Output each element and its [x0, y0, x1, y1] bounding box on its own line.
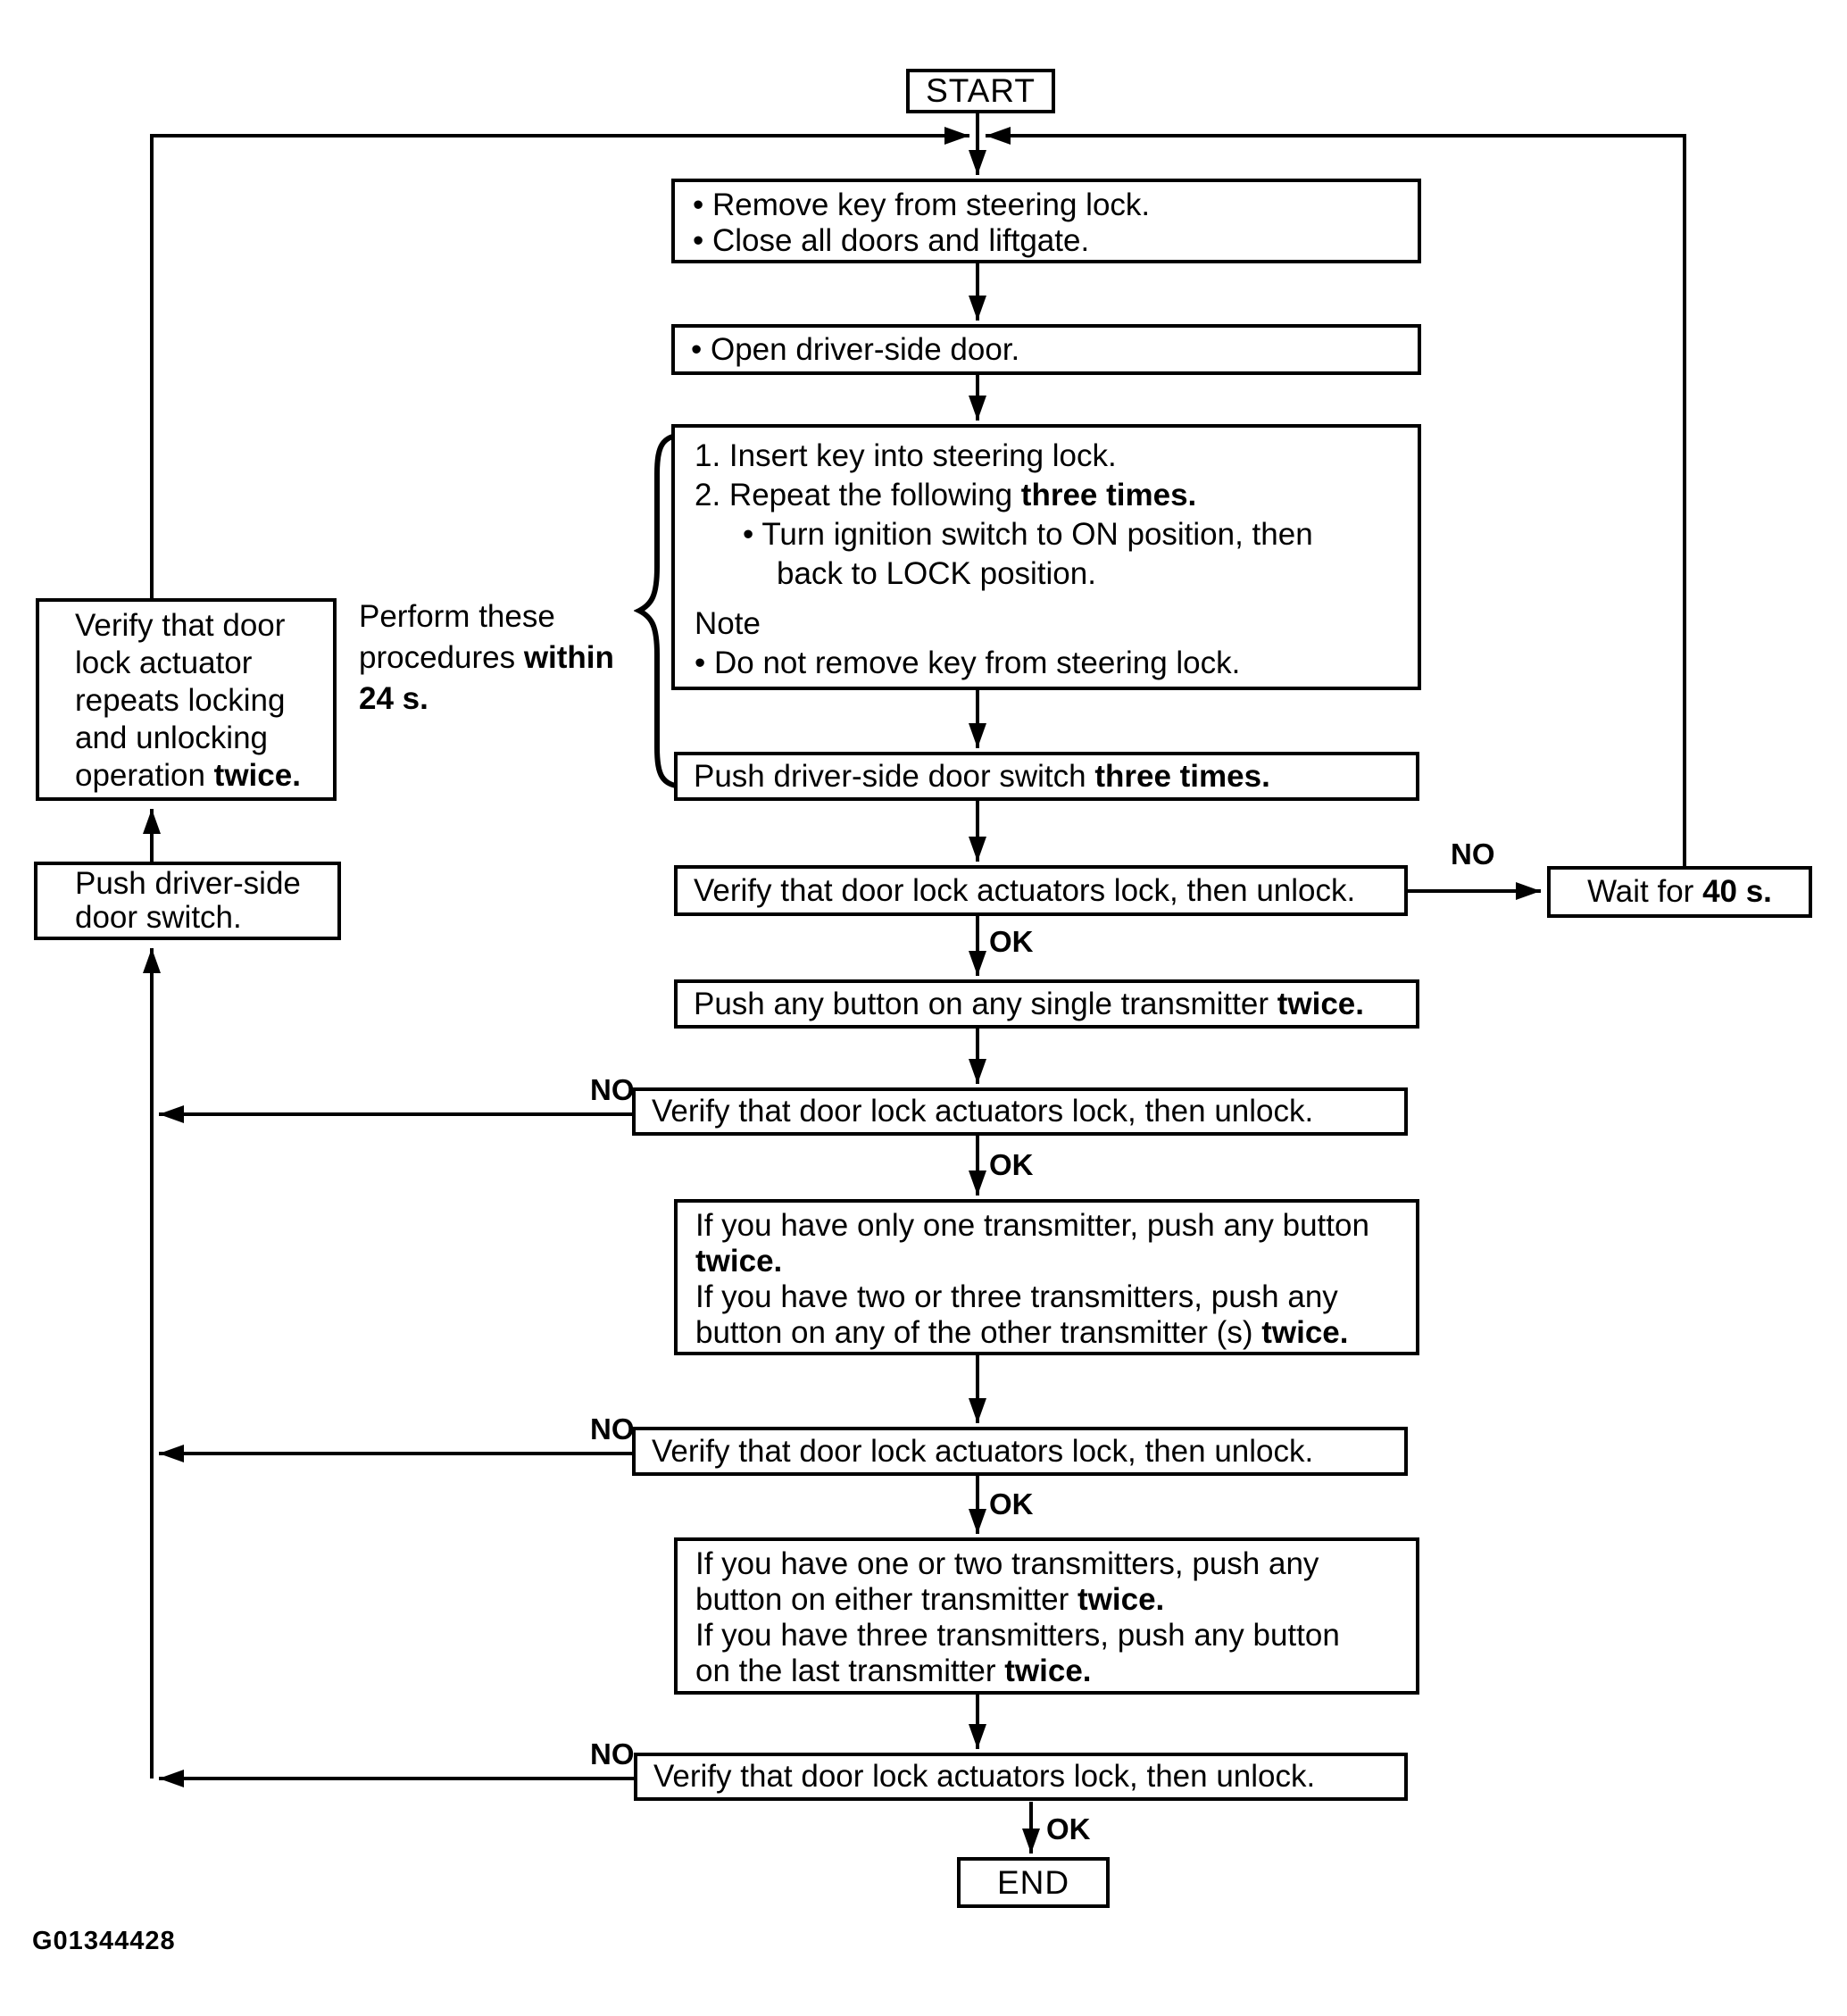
within-24s-brace [634, 432, 685, 789]
decision-label: Verify that door lock actuators lock, th… [652, 1094, 1314, 1129]
note-line: Perform these [359, 599, 555, 634]
process-line: button on either transmitter twice. [695, 1582, 1165, 1617]
no-label-3: NO [590, 1412, 635, 1445]
process-line: door switch. [75, 900, 242, 935]
decision-verify-lock-unlock-1: Verify that door lock actuators lock, th… [674, 865, 1408, 916]
end-label: END [996, 1863, 1070, 1901]
process-line: If you have one or two transmitters, pus… [695, 1546, 1319, 1581]
process-push-last-transmitter: If you have one or two transmitters, pus… [674, 1537, 1419, 1695]
process-line: repeats locking [75, 683, 286, 718]
process-line: twice. [695, 1244, 783, 1279]
process-line: Push any button on any single transmitte… [694, 986, 1364, 1021]
process-push-door-switch-three-times: Push driver-side door switch three times… [674, 752, 1419, 801]
ok-label-3: OK [989, 1487, 1034, 1520]
process-push-driver-side-door-switch: Push driver-side door switch. [34, 862, 341, 940]
note-heading: Note [695, 606, 761, 641]
process-line: • Turn ignition switch to ON position, t… [743, 517, 1313, 552]
figure-id: G01344428 [32, 1927, 176, 1955]
process-line: operation twice. [75, 758, 301, 793]
end-node: END [957, 1857, 1110, 1908]
process-push-any-button-single: Push any button on any single transmitte… [674, 979, 1419, 1029]
process-line: and unlocking [75, 721, 268, 755]
process-line: If you have three transmitters, push any… [695, 1618, 1340, 1653]
decision-label: Verify that door lock actuators lock, th… [653, 1759, 1316, 1794]
no-label-4: NO [590, 1737, 635, 1770]
process-line: button on any of the other transmitter (… [695, 1315, 1349, 1350]
ok-label-1: OK [989, 925, 1034, 958]
process-line: If you have two or three transmitters, p… [695, 1279, 1338, 1314]
process-line: If you have only one transmitter, push a… [695, 1208, 1369, 1243]
process-push-other-transmitters: If you have only one transmitter, push a… [674, 1199, 1419, 1355]
process-line: 2. Repeat the following three times. [695, 478, 1197, 512]
process-line: Push driver-side [75, 866, 301, 901]
note-line: procedures within [359, 640, 614, 675]
process-line: • Open driver-side door. [691, 331, 1020, 367]
process-wait-40s: Wait for 40 s. [1547, 866, 1812, 918]
no-label-1: NO [1451, 837, 1495, 871]
process-open-driver-door: • Open driver-side door. [671, 324, 1421, 375]
ok-label-2: OK [989, 1148, 1034, 1181]
process-line: • Close all doors and liftgate. [693, 223, 1090, 258]
no-label-2: NO [590, 1073, 635, 1106]
process-line: Verify that door [75, 608, 286, 643]
process-line: lock actuator [75, 646, 253, 680]
process-line: back to LOCK position. [777, 556, 1096, 591]
process-line: Push driver-side door switch three times… [694, 758, 1270, 794]
note-line: 24 s. [359, 681, 428, 716]
process-line: on the last transmitter twice. [695, 1654, 1092, 1688]
start-label: START [926, 72, 1036, 109]
edge-wait-feedback-to-top [986, 127, 1686, 866]
decision-label: Verify that door lock actuators lock, th… [694, 872, 1356, 908]
edge-left-feedback-to-top [150, 127, 969, 598]
process-ignition-key-cycle: 1. Insert key into steering lock. 2. Rep… [671, 424, 1421, 690]
ok-label-4: OK [1046, 1812, 1091, 1845]
process-remove-key-close-doors: • Remove key from steering lock. • Close… [671, 179, 1421, 263]
start-node: START [906, 69, 1055, 113]
decision-verify-lock-unlock-2: Verify that door lock actuators lock, th… [632, 1087, 1408, 1136]
decision-label: Verify that door lock actuators lock, th… [652, 1433, 1314, 1469]
process-line: • Remove key from steering lock. [693, 187, 1151, 222]
decision-verify-lock-unlock-4: Verify that door lock actuators lock, th… [634, 1753, 1408, 1801]
note-line: • Do not remove key from steering lock. [695, 646, 1241, 680]
process-verify-actuator-repeats-twice: Verify that door lock actuator repeats l… [36, 598, 337, 801]
within-24s-note: Perform these procedures within 24 s. [359, 596, 614, 720]
decision-verify-lock-unlock-3: Verify that door lock actuators lock, th… [632, 1427, 1408, 1476]
process-line: 1. Insert key into steering lock. [695, 438, 1117, 473]
process-line: Wait for 40 s. [1587, 874, 1772, 909]
